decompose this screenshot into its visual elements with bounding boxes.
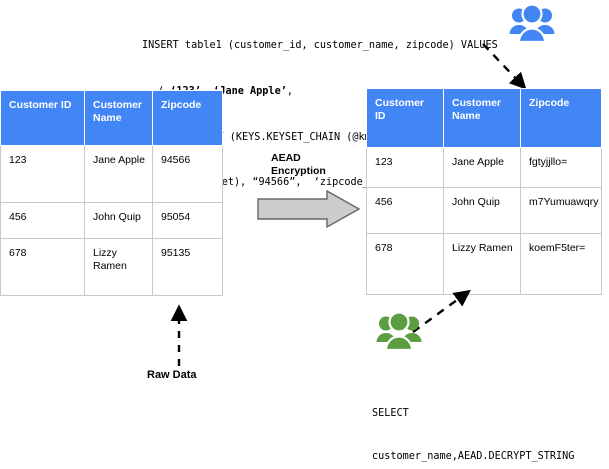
- right-block-arrow-icon: [257, 190, 360, 228]
- people-group-icon: [376, 312, 422, 352]
- people-group-icon: [509, 4, 555, 44]
- cell-zipcode: 94566: [152, 145, 223, 203]
- table-row: 456 John Quip 95054: [0, 202, 223, 239]
- cell-zipcode: m7Yumuawqry: [520, 187, 602, 234]
- select-query-line-2: customer_name,AEAD.DECRYPT_STRING: [372, 451, 575, 463]
- cell-customer-name: John Quip: [443, 187, 521, 234]
- insert-line2-suffix: ,: [286, 86, 293, 98]
- cell-customer-id: 456: [366, 187, 444, 234]
- column-header-zipcode: Zipcode: [152, 90, 223, 146]
- dashed-diagonal-arrow-icon: [482, 43, 527, 90]
- cell-customer-name: Jane Apple: [443, 147, 521, 188]
- select-query-text: SELECT customer_name,AEAD.DECRYPT_STRING…: [372, 378, 574, 469]
- cell-customer-id: 678: [366, 233, 444, 295]
- column-header-customer-id: Customer ID: [366, 88, 444, 148]
- raw-data-label: Raw Data: [147, 369, 197, 381]
- cell-zipcode: fgtyjjllo=: [520, 147, 602, 188]
- cell-customer-id: 123: [0, 145, 85, 203]
- dashed-diagonal-arrow-icon: [412, 289, 471, 333]
- cell-customer-id: 123: [366, 147, 444, 188]
- dashed-up-arrow-icon: [170, 304, 188, 366]
- table-row: 678 Lizzy Ramen koemF5ter=: [366, 233, 602, 295]
- insert-literal-customer-name: ‘Jane Apple’: [213, 86, 287, 98]
- table-header-row: Customer ID Customer Name Zipcode: [0, 90, 223, 146]
- cell-customer-name: John Quip: [84, 202, 153, 239]
- table-row: 456 John Quip m7Yumuawqry: [366, 187, 602, 234]
- column-header-customer-id: Customer ID: [0, 90, 85, 146]
- cell-zipcode: 95054: [152, 202, 223, 239]
- cell-customer-name: Lizzy Ramen: [443, 233, 521, 295]
- insert-query-line-1: INSERT table1 (customer_id, customer_nam…: [142, 40, 498, 52]
- column-header-customer-name: Customer Name: [84, 90, 153, 146]
- cell-zipcode: 95135: [152, 238, 223, 296]
- encrypted-data-table: Customer ID Customer Name Zipcode 123 Ja…: [366, 88, 602, 295]
- table-row: 678 Lizzy Ramen 95135: [0, 238, 223, 296]
- cell-zipcode: koemF5ter=: [520, 233, 602, 295]
- aead-encryption-label: AEAD Encryption: [271, 152, 326, 177]
- cell-customer-name: Lizzy Ramen: [84, 238, 153, 296]
- table-row: 123 Jane Apple fgtyjjllo=: [366, 147, 602, 188]
- table-header-row: Customer ID Customer Name Zipcode: [366, 88, 602, 148]
- cell-customer-id: 456: [0, 202, 85, 239]
- cell-customer-id: 678: [0, 238, 85, 296]
- column-header-customer-name: Customer Name: [443, 88, 521, 148]
- cell-customer-name: Jane Apple: [84, 145, 153, 203]
- raw-data-table: Customer ID Customer Name Zipcode 123 Ja…: [0, 90, 223, 296]
- table-row: 123 Jane Apple 94566: [0, 145, 223, 203]
- column-header-zipcode: Zipcode: [520, 88, 602, 148]
- select-query-line-1: SELECT: [372, 407, 409, 419]
